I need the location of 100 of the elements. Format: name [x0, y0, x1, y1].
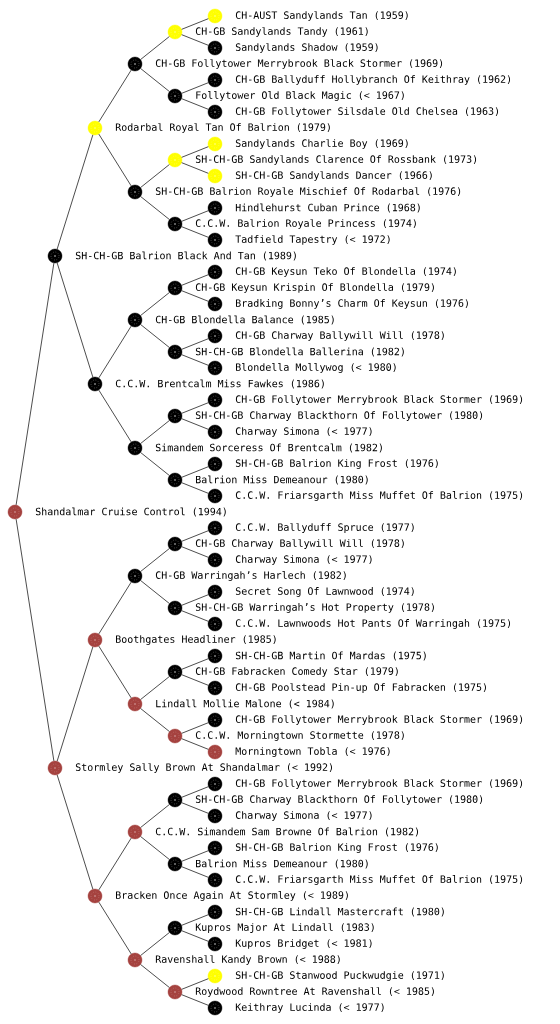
dog-name: C.C.W. Ballyduff Spruce (1977)	[235, 523, 414, 533]
connector-line	[56, 774, 94, 890]
connector-line	[181, 546, 209, 558]
dog-name: CH-GB Follytower Silsdale Old Chelsea (1963)	[235, 107, 498, 117]
dog-name: Charway Simona (< 1977)	[235, 427, 372, 437]
connector-line	[140, 708, 170, 732]
dog-name: SH-CH-GB Charway Blackthorn Of Follytower (1980)	[195, 795, 483, 805]
connector-line	[181, 466, 209, 478]
dog-name: SH-CH-GB Balrion Royale Mischief Of Rodarbal (1976)	[155, 187, 461, 197]
connector-line	[181, 914, 209, 926]
connector-line	[181, 866, 209, 878]
dog-name: Tadfield Tapestry (< 1972)	[235, 235, 390, 245]
connector-line	[181, 402, 209, 414]
dog-name: Boothgates Headliner (1985)	[116, 635, 276, 645]
connector-line	[181, 162, 209, 174]
connector-line	[56, 646, 94, 762]
dog-name: CH-GB Poolstead Pin-up Of Fabracken (1975)	[235, 683, 486, 693]
connector-line	[98, 581, 132, 635]
dog-name: CH-GB Charway Ballywill Will (1978)	[235, 331, 444, 341]
dog-name: CH-GB Blondella Balance (1985)	[155, 315, 334, 325]
connector-line	[98, 389, 132, 443]
connector-line	[140, 964, 170, 988]
dog-name: C.C.W. Friarsgarth Miss Muffet Of Balrion (1975)	[235, 875, 523, 885]
connector-line	[98, 645, 132, 699]
connector-line	[181, 978, 209, 990]
dog-name: CH-GB Sandylands Tandy (1961)	[195, 27, 368, 37]
dog-name: SH-CH-GB Warringah’s Hot Property (1978)	[195, 603, 434, 613]
connector-line	[140, 676, 170, 700]
dog-name: CH-GB Warringah’s Harlech (1982)	[155, 571, 346, 581]
connector-line	[15, 518, 55, 762]
connector-line	[140, 292, 170, 316]
connector-line	[56, 134, 94, 250]
connector-line	[140, 420, 170, 444]
connector-line	[181, 674, 209, 686]
dog-name: Sandylands Shadow (1959)	[235, 43, 378, 53]
connector-line	[140, 164, 170, 188]
dog-name: SH-CH-GB Blondella Ballerina (1982)	[195, 347, 404, 357]
dog-name: SH-CH-GB Balrion Black And Tan (1989)	[75, 251, 296, 261]
connector-line	[181, 610, 209, 622]
dog-name: Bracken Once Again At Stormley (< 1989)	[116, 891, 348, 901]
dog-name: CH-GB Ballyduff Hollybranch Of Keithray (1962)	[235, 75, 511, 85]
dog-name: C.C.W. Lawnwoods Hot Pants Of Warringah (1975)	[235, 619, 511, 629]
dog-name: SH-CH-GB Sandylands Dancer (1966)	[235, 171, 432, 181]
dog-name: CH-GB Follytower Merrybrook Black Stormer (1969)	[235, 779, 523, 789]
connector-line	[56, 262, 94, 378]
dog-name: Balrion Miss Demeanour (1980)	[196, 475, 368, 485]
connector-line	[181, 850, 209, 862]
dog-name: Ravenshall Kandy Brown (< 1988)	[155, 955, 340, 965]
connector-line	[181, 146, 209, 158]
dog-name: Shandalmar Cruise Control (1994)	[35, 507, 226, 517]
connector-line	[140, 36, 170, 60]
dog-name: CH-GB Follytower Merrybrook Black Stormer (1969)	[235, 715, 523, 725]
connector-line	[98, 837, 132, 891]
connector-line	[181, 530, 209, 542]
dog-name: Blondella Mollywog (< 1980)	[236, 363, 396, 373]
dog-name: SH-CH-GB Martin Of Mardas (1975)	[235, 651, 426, 661]
dog-name: Rodarbal Royal Tan Of Balrion (1979)	[115, 123, 330, 133]
dog-name: CH-GB Charway Ballywill Will (1978)	[195, 539, 404, 549]
dog-name: Morningtown Tobla (< 1976)	[235, 747, 390, 757]
dog-name: C.C.W. Brentcalm Miss Fawkes (1986)	[115, 379, 324, 389]
connector-line	[98, 69, 132, 123]
dog-name: C.C.W. Friarsgarth Miss Muffet Of Balrion (1975)	[235, 491, 523, 501]
dog-name: SH-CH-GB Stanwood Puckwudgie (1971)	[235, 971, 444, 981]
connector-line	[181, 18, 209, 30]
dog-name: SH-CH-GB Balrion King Frost (1976)	[235, 459, 438, 469]
connector-line	[181, 338, 209, 350]
connector-line	[140, 836, 170, 860]
connector-line	[181, 34, 209, 46]
dog-name: SH-CH-GB Charway Blackthorn Of Follytower (1980)	[195, 411, 483, 421]
dog-name: Simandem Sorceress Of Brentcalm (1982)	[155, 443, 382, 453]
dog-name: Lindall Mollie Malone (< 1984)	[156, 699, 334, 709]
connector-line	[181, 802, 209, 814]
dog-name: CH-GB Fabracken Comedy Star (1979)	[195, 667, 398, 677]
connector-line	[140, 580, 170, 604]
dog-name: CH-GB Follytower Merrybrook Black Stormer (1969)	[155, 59, 443, 69]
connector-line	[140, 548, 170, 572]
connector-line	[181, 722, 209, 734]
connector-line	[181, 274, 209, 286]
connector-line	[181, 786, 209, 798]
dog-name: Kupros Major At Lindall (1983)	[195, 923, 374, 933]
dog-name: Kupros Bridget (< 1981)	[235, 939, 372, 949]
connector-line	[181, 290, 209, 302]
dog-name: CH-GB Keysun Teko Of Blondella (1974)	[235, 267, 456, 277]
connector-line	[181, 994, 209, 1006]
dog-name: Hindlehurst Cuban Prince (1968)	[235, 203, 420, 213]
dog-name: C.C.W. Morningtown Stormette (1978)	[195, 731, 404, 741]
dog-name: Sandylands Charlie Boy (1969)	[235, 139, 408, 149]
dog-name: CH-GB Keysun Krispin Of Blondella (1979)	[195, 283, 434, 293]
dog-name: C.C.W. Balrion Royale Princess (1974)	[195, 219, 416, 229]
connector-line	[181, 82, 209, 94]
connector-line	[181, 354, 209, 366]
dog-name: Bradking Bonny’s Charm Of Keysun (1976)	[236, 299, 468, 309]
connector-line	[181, 738, 209, 750]
dog-name: SH-CH-GB Lindall Mastercraft (1980)	[235, 907, 444, 917]
dog-name: Stormley Sally Brown At Shandalmar (< 1992)	[75, 763, 332, 773]
connector-line	[140, 68, 170, 92]
connector-line	[181, 98, 209, 110]
dog-name: Roydwood Rowntree At Ravenshall (< 1985)	[195, 987, 434, 997]
dog-name: Charway Simona (< 1977)	[235, 555, 372, 565]
connector-line	[181, 482, 209, 494]
